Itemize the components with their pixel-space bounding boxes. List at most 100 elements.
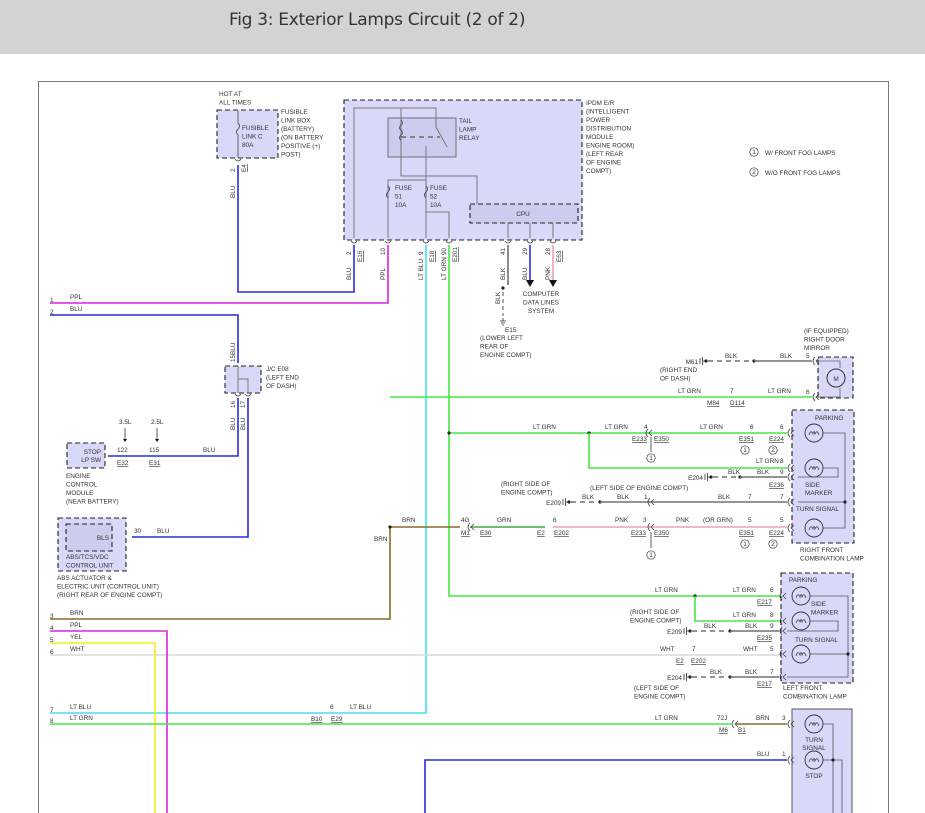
connector-id: E224 — [769, 436, 784, 443]
pin-number: 10 — [380, 247, 387, 255]
bls-label: BLS — [97, 535, 109, 542]
ground-location-label: (LEFT SIDE OF ENGINE COMPT) — [590, 485, 688, 492]
terminal-number: 2 — [50, 309, 54, 316]
stop-lamp-switch-label: LP SW — [81, 457, 102, 464]
pin-number: 9 — [770, 623, 774, 630]
stop-lamp-switch-label: STOP — [84, 449, 101, 456]
connector-id: E350 — [654, 530, 669, 537]
connector-id: E63 — [556, 250, 563, 262]
ipdm-internal-wire — [426, 211, 450, 238]
wire-label: BLU — [230, 185, 237, 198]
variant-mark-icon — [768, 445, 778, 455]
engine-variant-label: 2.5L — [151, 419, 164, 426]
ipdm-label: (INTELLIGENT — [586, 109, 629, 116]
bls-box — [65, 523, 113, 552]
wire-label: BLU — [230, 342, 237, 355]
ground-location-label: (RIGHT SIDE OF — [501, 481, 550, 488]
connector-id: E224 — [769, 530, 784, 537]
variant-mark-number: 1 — [743, 541, 747, 548]
abs-actuator-label: ELECTRIC UNIT (CONTROL UNIT) — [57, 584, 159, 591]
abs-actuator-label: (RIGHT REAR OF ENGINE COMPT) — [57, 592, 162, 599]
ipdm-pin-90 — [445, 240, 453, 244]
jc-e08-label: J/C E08 — [266, 366, 289, 373]
filament-icon — [808, 722, 820, 727]
wire-label: WHT — [660, 646, 675, 653]
pin-number: 7 — [748, 494, 752, 501]
variant-mark-icon — [646, 453, 656, 463]
connector-id: E30 — [480, 530, 492, 537]
wire-lt-grn-left-side — [694, 596, 779, 622]
ground-location-label: ENGINE COMPT) — [630, 618, 681, 625]
engine-control-module-label: MODULE — [66, 490, 93, 497]
pin-number: 2 — [230, 168, 237, 172]
wire-label: BLU — [522, 267, 529, 280]
ground-dot — [704, 359, 708, 363]
pin-number: 4G — [461, 517, 470, 524]
connector-id: D114 — [730, 400, 745, 407]
variant-mark-number: 2 — [752, 169, 756, 176]
wire-label: LT GRN — [533, 424, 556, 431]
ipdm-pin-41 — [504, 240, 512, 244]
side-marker-label: MARKER — [805, 490, 833, 497]
computer-data-lines-label: COMPUTER — [523, 291, 560, 298]
variant-mark-number: 2 — [771, 541, 775, 548]
connector-id: E31 — [149, 460, 161, 467]
fuse-52-label: FUSE — [430, 185, 447, 192]
connector-id: E29 — [331, 716, 343, 723]
wire-ppl-1 — [50, 245, 389, 304]
ipdm-label: OF ENGINE — [586, 160, 621, 167]
arrow-down-icon — [123, 439, 127, 442]
figure-header: Fig 3: Exterior Lamps Circuit (2 of 2) — [0, 0, 925, 54]
pin-number: 9 — [780, 469, 784, 476]
connector-pin-icon — [234, 393, 242, 397]
legend-mark-2 — [749, 167, 759, 177]
ground-name: E209 — [546, 500, 561, 507]
wire-label: LT GRN — [733, 612, 756, 619]
wire-label: BLU — [157, 528, 170, 535]
fuse-51-label: FUSE — [395, 185, 412, 192]
terminal-number: 6 — [50, 649, 54, 656]
connector-icon — [787, 755, 795, 765]
connector-id: E18 — [429, 250, 436, 262]
connector-icon — [645, 428, 653, 438]
wire-label: LT GRN — [768, 388, 791, 395]
pin-number: 8 — [780, 458, 784, 465]
ipdm-pin-10 — [384, 240, 392, 244]
ground-e15-label: ENGINE COMPT) — [480, 352, 531, 359]
filament-icon — [795, 652, 807, 657]
fuse-52-icon — [424, 185, 428, 199]
connector-icon — [787, 428, 795, 438]
wire-label: LT GRN — [655, 715, 678, 722]
turn-signal-label: TURN SIGNAL — [796, 506, 839, 513]
connector-id: E202 — [691, 658, 706, 665]
connector-icon — [787, 472, 795, 482]
variant-mark-number: 1 — [752, 149, 756, 156]
wire-label: BLK — [582, 494, 595, 501]
diagram-border — [38, 81, 889, 813]
lamp-internal — [823, 759, 843, 813]
connector-id: E201 — [452, 247, 459, 262]
connector-id: E16 — [357, 250, 364, 262]
legend-mark-1 — [749, 147, 759, 157]
pin-number: 90 — [441, 247, 448, 255]
fuse-52-label: 10A — [430, 202, 442, 209]
engine-control-module-label: (NEAR BATTERY) — [66, 499, 119, 506]
ground-location-label: (RIGHT SIDE OF — [630, 609, 679, 616]
filament-icon — [808, 431, 820, 436]
fusible-link-box-label: POST) — [281, 152, 301, 159]
rear-turn-signal-label: TURN — [805, 737, 823, 744]
variant-mark-number: 1 — [743, 447, 747, 454]
connector-icon — [779, 626, 787, 636]
lamp-internal — [798, 467, 839, 478]
jc-e08-label: (LEFT END — [266, 375, 299, 382]
pin-number: 6 — [553, 517, 557, 524]
wire-label: GRN — [497, 517, 512, 524]
wire-label: BLK — [757, 469, 770, 476]
stop-lamp-switch-box — [66, 442, 106, 469]
ground-name: E204 — [667, 675, 682, 682]
or-grn-label: (OR GRN) — [703, 517, 733, 524]
wire-label: LT GRN — [733, 587, 756, 594]
wire-blu-2 — [50, 314, 239, 363]
variant-mark-number: 2 — [771, 447, 775, 454]
junction-dot — [831, 758, 835, 762]
